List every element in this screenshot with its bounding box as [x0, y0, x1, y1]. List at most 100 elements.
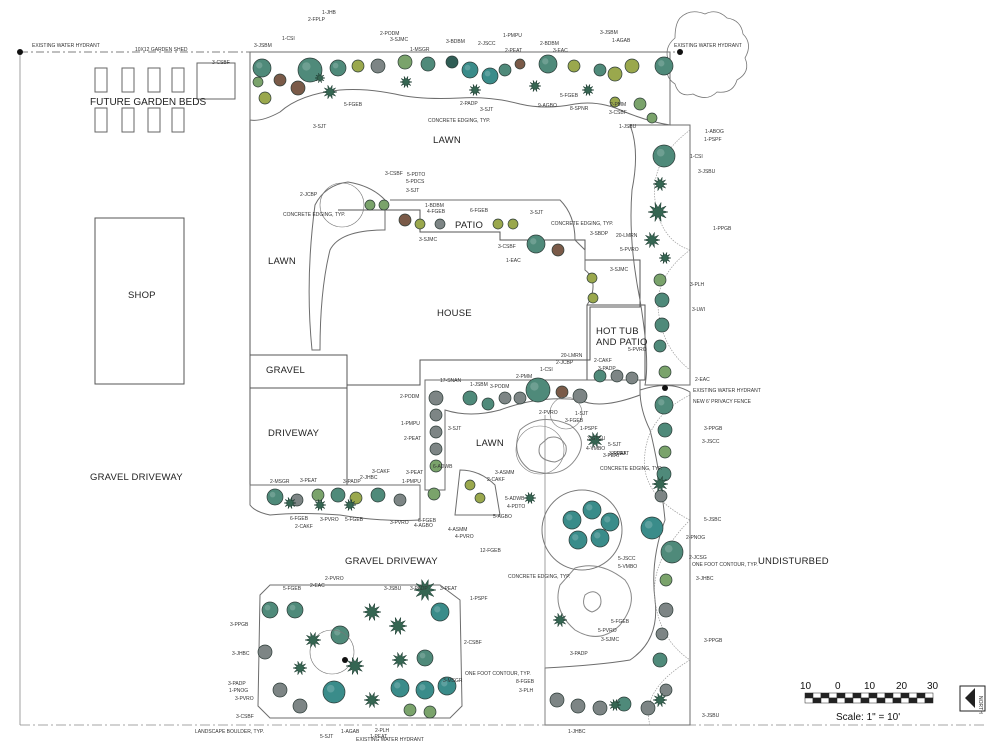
plant-callout: 2-JSCC	[478, 41, 496, 47]
plant-callout: 3-PLH	[690, 282, 705, 288]
plant-symbol	[415, 680, 435, 700]
hydrant-label-s: EXISTING WATER HYDRANT	[356, 737, 424, 743]
plant-callout: 2-PODM	[400, 394, 419, 400]
plant-callout: 3-PVRO	[320, 517, 339, 523]
plant-symbol	[582, 500, 602, 520]
scale-bar-cell	[924, 697, 934, 704]
plant-callout: 12-FGEB	[480, 548, 502, 554]
spiky-plant-symbol	[647, 202, 669, 222]
plant-symbol	[416, 649, 434, 667]
spiky-plant-symbol	[413, 579, 437, 601]
plant-symbol	[654, 56, 674, 76]
plant-callout: 3-JSCC	[702, 439, 720, 445]
plant-symbol	[461, 61, 479, 79]
plant-symbol	[330, 487, 346, 503]
scale-tick-4: 30	[927, 681, 939, 692]
plant-callout: 3-PEAT	[603, 453, 620, 459]
plant-callout: 3-JSBM	[254, 43, 272, 49]
planting-beds	[249, 51, 691, 726]
house-outline	[249, 52, 641, 386]
plant-symbol	[445, 55, 459, 69]
plant-symbol	[658, 602, 674, 618]
plant-symbol	[252, 76, 264, 88]
spiky-plant-symbol	[362, 603, 382, 621]
plant-callout: 3-PADP	[410, 586, 428, 592]
plant-symbol	[659, 573, 673, 587]
plant-symbol	[297, 57, 323, 83]
contour-label-2: ONE FOOT CONTOUR, TYP.	[465, 671, 531, 677]
plant-symbol	[272, 682, 288, 698]
plant-callout: 3-SJT	[406, 188, 419, 194]
plant-symbol	[349, 491, 363, 505]
plant-symbol	[657, 422, 673, 438]
groundcover-outline	[549, 396, 583, 430]
plant-callout: 3-PEAT	[406, 470, 423, 476]
scale-bar-cell	[892, 697, 902, 704]
gravel-label: GRAVEL	[266, 365, 305, 376]
groundcover-outline	[541, 489, 623, 571]
hydrant-label-e: EXISTING WATER HYDRANT	[693, 388, 761, 394]
spiky-plant-symbol	[388, 617, 408, 635]
plant-callout: 2-BDBM	[540, 41, 559, 47]
scale-bar-cell	[836, 692, 846, 699]
edging-label-2: CONCRETE EDGING, TYP.	[551, 221, 613, 227]
plant-callout: 2-MSGR	[270, 479, 290, 485]
plant-symbol	[481, 67, 499, 85]
plant-callout: 1-PMPU	[401, 421, 420, 427]
plant-symbol	[567, 59, 581, 73]
plant-symbol	[257, 644, 273, 660]
plant-callout: 1-PEAT	[370, 734, 387, 740]
plant-callout: 2-PMM	[516, 374, 532, 380]
shop-label: SHOP	[128, 290, 156, 301]
plant-callout: 5-JSCC	[618, 556, 636, 562]
hot-tub-label: HOT TUB	[596, 326, 639, 337]
plant-callout: 3-JSBM	[600, 30, 618, 36]
contour-label-1: ONE FOOT CONTOUR, TYP.	[692, 562, 758, 568]
plant-symbol	[393, 493, 407, 507]
hydrant-label-nw: EXISTING WATER HYDRANT	[32, 43, 100, 49]
scale-bar-cell	[844, 697, 854, 704]
plant-symbol	[364, 199, 376, 211]
scale-bar-cell	[804, 697, 814, 704]
plant-symbol	[403, 703, 417, 717]
plant-symbol	[414, 218, 426, 230]
plant-callout: 5-JSBC	[704, 517, 722, 523]
plant-callout: 2-PEAT	[404, 436, 421, 442]
plant-callout: 3-SJMC	[390, 37, 408, 43]
plant-callout: 5-FGEB	[283, 586, 302, 592]
plant-callout: 5-VMBO	[618, 564, 637, 570]
plant-callout: 2-JCSG	[689, 555, 707, 561]
plant-callout: 1-AGAB	[341, 729, 360, 735]
plant-symbol	[423, 705, 437, 719]
plant-callout: 6-FGEB	[470, 208, 489, 214]
plant-symbol	[568, 530, 588, 550]
plant-symbol	[329, 59, 347, 77]
plant-symbol	[658, 445, 672, 459]
plant-callout: 4-PVRO	[455, 534, 474, 540]
edging-label-4: CONCRETE EDGING, TYP.	[600, 466, 662, 472]
plant-symbol	[430, 602, 450, 622]
scale-bar-cell	[820, 692, 830, 699]
driveway-label: DRIVEWAY	[268, 428, 320, 439]
plant-symbol	[397, 54, 413, 70]
scale-bar-cell	[812, 697, 822, 704]
plant-symbol	[514, 58, 526, 70]
plant-callout: 1-SJT	[575, 411, 588, 417]
plant-symbol	[551, 243, 565, 257]
edging-label-1: CONCRETE EDGING, TYP.	[428, 118, 490, 124]
plant-callout: 1-MSGR	[410, 47, 430, 53]
plant-callout: 3-SJT	[313, 124, 326, 130]
plant-symbol	[652, 144, 676, 168]
plant-symbol	[587, 292, 599, 304]
plant-symbol	[292, 698, 308, 714]
area-labels: FUTURE GARDEN BEDS 10X12 GARDEN SHED LAW…	[32, 43, 829, 743]
spiky-plant-symbol	[391, 652, 409, 668]
plant-symbol	[273, 73, 287, 87]
plant-callout: 1-JSBU	[619, 124, 637, 130]
groundcover-outline	[515, 425, 565, 475]
scale-tick-3: 20	[896, 681, 908, 692]
buildings	[94, 52, 646, 486]
plant-callout: 20-LMRN	[561, 353, 583, 359]
plant-symbol	[633, 97, 647, 111]
plant-callout: 5-PDCS	[406, 179, 425, 185]
